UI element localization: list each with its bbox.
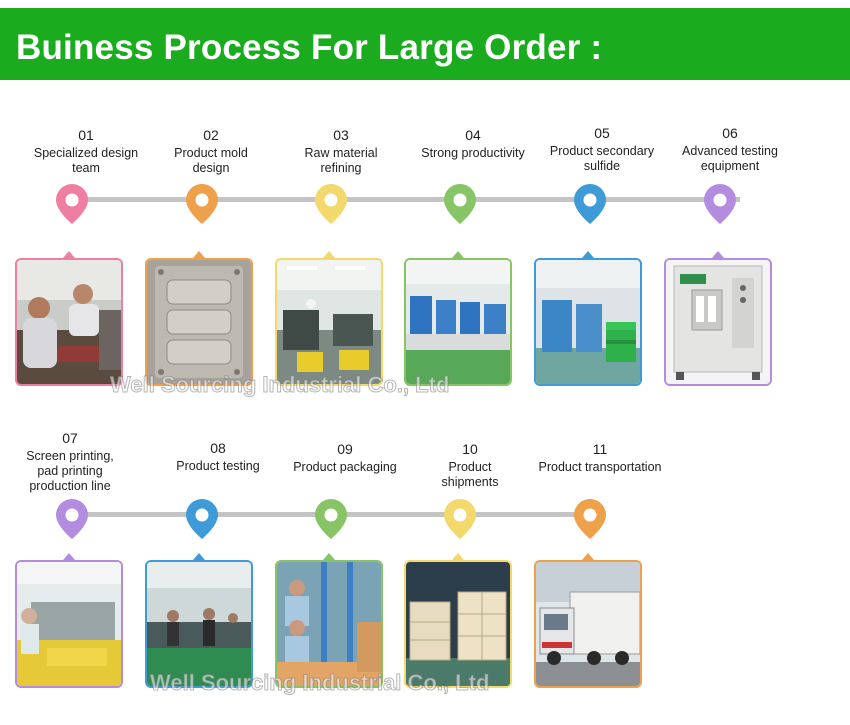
step-label: Strong productivity: [421, 146, 525, 160]
photo-pointer: [63, 251, 75, 258]
step-label: Product mold design: [174, 146, 248, 175]
step-label: Advanced testing equipment: [682, 144, 778, 173]
step-number: 10: [462, 441, 478, 457]
step-label: Product packaging: [293, 460, 397, 474]
step-08: 08 Product testing: [148, 440, 288, 474]
map-pin-icon: [444, 499, 476, 539]
step-label: Product secondary sulfide: [549, 144, 655, 173]
photo-screen-printing: [15, 560, 123, 688]
step-04: 04 Strong productivity: [403, 127, 543, 161]
photo-pointer: [323, 251, 335, 258]
step-number: 04: [465, 127, 481, 143]
step-number: 03: [333, 127, 349, 143]
step-label: Screen printing, pad printing production…: [26, 449, 114, 493]
map-pin-icon: [56, 499, 88, 539]
step-number: 08: [210, 440, 226, 456]
step-11: 11 Product transportation: [530, 441, 670, 475]
step-number: 01: [78, 127, 94, 143]
photo-product-shipments: [404, 560, 512, 688]
photo-pointer: [452, 553, 464, 560]
map-pin-icon: [574, 499, 606, 539]
step-02: 02 Product mold design: [141, 127, 281, 176]
step-label: Product shipments: [441, 460, 499, 489]
step-10: 10 Product shipments: [400, 441, 540, 490]
watermark: Well Sourcing Industrial Co., Ltd: [109, 372, 450, 398]
timeline-line-row1: [60, 197, 740, 202]
photo-pointer: [712, 251, 724, 258]
photo-pointer: [193, 251, 205, 258]
step-03: 03 Raw material refining: [271, 127, 411, 176]
map-pin-icon: [315, 184, 347, 224]
watermark: Well Sourcing Industrial Co., Ltd: [149, 670, 490, 696]
map-pin-icon: [315, 499, 347, 539]
page-title: Buiness Process For Large Order :: [16, 28, 603, 67]
step-01: 01 Specialized design team: [16, 127, 156, 176]
step-label: Product testing: [176, 459, 260, 473]
photo-pointer: [582, 251, 594, 258]
photo-pointer: [63, 553, 75, 560]
step-number: 06: [722, 125, 738, 141]
map-pin-icon: [574, 184, 606, 224]
step-label: Specialized design team: [33, 146, 139, 175]
step-number: 05: [594, 125, 610, 141]
photo-raw-material: [275, 258, 383, 386]
photo-mold-design: [145, 258, 253, 386]
map-pin-icon: [186, 499, 218, 539]
photo-product-testing: [145, 560, 253, 688]
step-number: 09: [337, 441, 353, 457]
map-pin-icon: [186, 184, 218, 224]
photo-productivity: [404, 258, 512, 386]
step-label: Raw material refining: [304, 146, 378, 175]
map-pin-icon: [56, 184, 88, 224]
photo-pointer: [582, 553, 594, 560]
map-pin-icon: [704, 184, 736, 224]
step-number: 02: [203, 127, 219, 143]
photo-product-transportation: [534, 560, 642, 688]
step-09: 09 Product packaging: [275, 441, 415, 475]
photo-secondary-sulfide: [534, 258, 642, 386]
step-number: 07: [62, 430, 78, 446]
photo-pointer: [323, 553, 335, 560]
photo-testing-equipment: [664, 258, 772, 386]
step-05: 05 Product secondary sulfide: [532, 125, 672, 174]
photo-pointer: [193, 553, 205, 560]
step-07: 07 Screen printing, pad printing product…: [0, 430, 140, 494]
step-label: Product transportation: [538, 460, 662, 474]
photo-design-team: [15, 258, 123, 386]
step-number: 11: [592, 441, 608, 457]
photo-pointer: [452, 251, 464, 258]
step-06: 06 Advanced testing equipment: [660, 125, 800, 174]
photo-product-packaging: [275, 560, 383, 688]
header-banner: Buiness Process For Large Order :: [0, 8, 850, 80]
map-pin-icon: [444, 184, 476, 224]
